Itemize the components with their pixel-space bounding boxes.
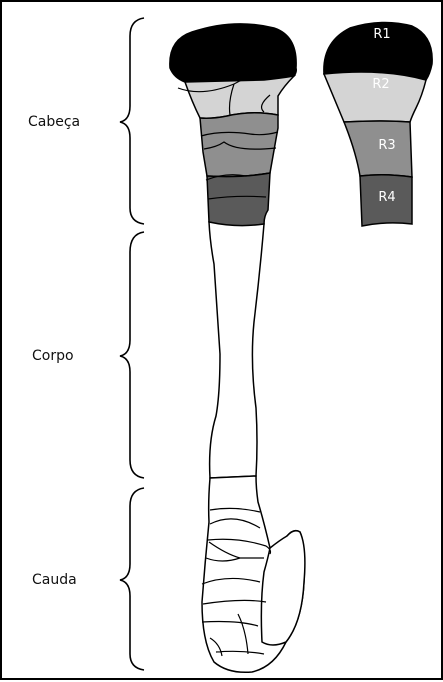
head-brace: [120, 18, 144, 224]
legend-label-r2: R2: [351, 77, 411, 92]
specimen-tail: [202, 476, 305, 672]
specimen-head: [170, 24, 296, 226]
head-band-r4: [207, 173, 270, 226]
legend-label-r1: R1: [352, 27, 412, 42]
legend-label-r3: R3: [357, 138, 417, 153]
body-region-label: Corpo: [32, 348, 74, 364]
head-band-r2: [185, 76, 294, 118]
body-brace: [120, 232, 144, 478]
specimen-body: [209, 222, 264, 478]
tail-brace: [120, 488, 144, 670]
head-band-r3: [200, 113, 278, 177]
head-region-label: Cabeça: [28, 114, 80, 130]
tail-region-label: Cauda: [32, 572, 77, 588]
legend-label-r4: R4: [357, 190, 417, 205]
head-band-r1: [170, 24, 296, 82]
